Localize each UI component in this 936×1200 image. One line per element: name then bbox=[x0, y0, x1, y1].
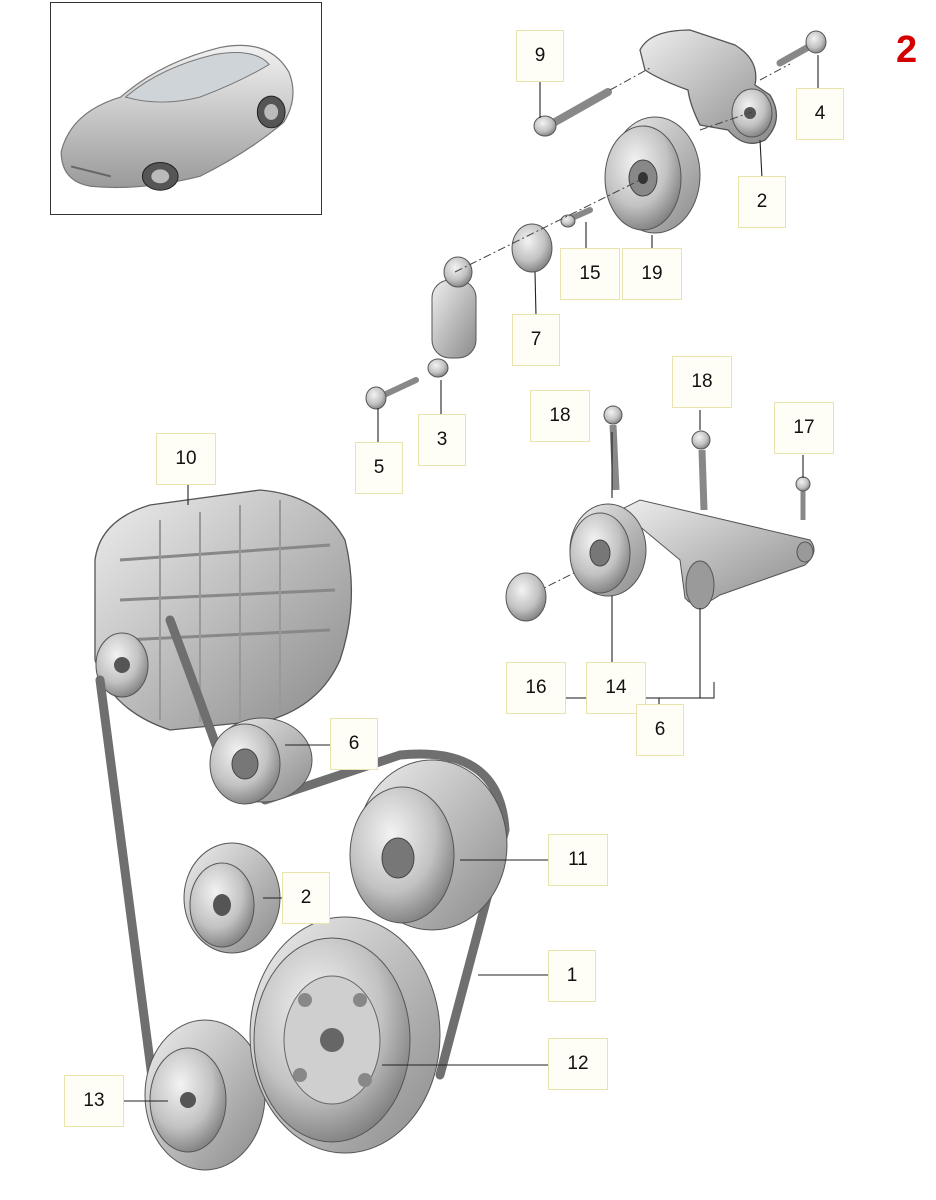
bolt-15 bbox=[560, 207, 593, 228]
bolt-5 bbox=[365, 377, 419, 410]
callout-3: 3 bbox=[418, 414, 466, 466]
callout-13: 13 bbox=[64, 1075, 124, 1127]
page-number: 2 bbox=[896, 29, 918, 71]
cap-7 bbox=[511, 223, 553, 273]
callout-6: 6 bbox=[330, 718, 378, 770]
pulley-11 bbox=[349, 759, 508, 931]
idler-pulley-19 bbox=[604, 116, 701, 234]
callout-12: 12 bbox=[548, 1038, 608, 1090]
vehicle-thumbnail bbox=[50, 2, 322, 215]
callout-11: 11 bbox=[548, 834, 608, 886]
alternator-10 bbox=[94, 489, 353, 731]
car-image bbox=[60, 44, 294, 191]
callout-17: 17 bbox=[774, 402, 834, 454]
callout-18: 18 bbox=[530, 390, 590, 442]
pulley-14 bbox=[569, 503, 647, 597]
pulley-2 bbox=[183, 842, 281, 954]
cap-16 bbox=[505, 572, 547, 622]
callout-6-b: 6 bbox=[636, 704, 684, 756]
callout-2-b: 2 bbox=[282, 872, 330, 924]
bolt-9 bbox=[533, 88, 612, 137]
pulley-6 bbox=[209, 717, 313, 805]
callout-5: 5 bbox=[355, 442, 403, 494]
bolt-4 bbox=[776, 30, 827, 67]
bracket-6 bbox=[619, 499, 815, 610]
drive-belt-1 bbox=[95, 615, 510, 1105]
bolts-18-17 bbox=[603, 405, 811, 520]
damper-3 bbox=[427, 256, 477, 378]
callout-7: 7 bbox=[512, 314, 560, 366]
callout-9: 9 bbox=[516, 30, 564, 82]
callout-2: 2 bbox=[738, 176, 786, 228]
callout-19: 19 bbox=[622, 248, 682, 300]
callout-10: 10 bbox=[156, 433, 216, 485]
callout-15: 15 bbox=[560, 248, 620, 300]
callout-4: 4 bbox=[796, 88, 844, 140]
callout-1: 1 bbox=[548, 950, 596, 1002]
pump-13 bbox=[144, 1019, 266, 1171]
callout-16: 16 bbox=[506, 662, 566, 714]
callout-18-b: 18 bbox=[672, 356, 732, 408]
crank-pulley-12 bbox=[249, 916, 441, 1154]
